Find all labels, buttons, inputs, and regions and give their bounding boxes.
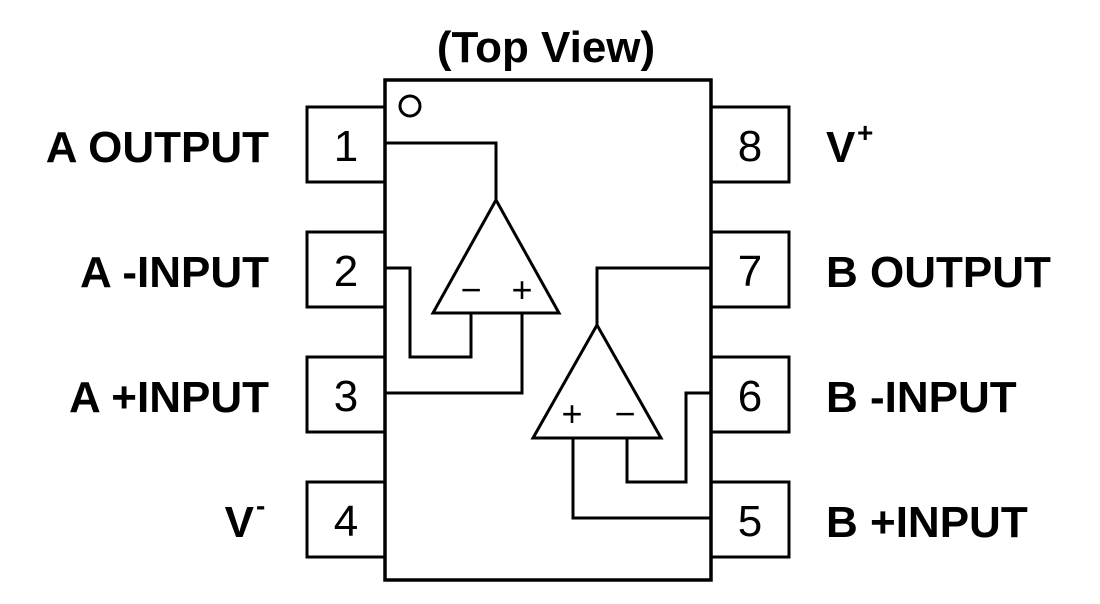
pin-2-box (305, 230, 387, 309)
pin-number: 8 (738, 122, 762, 171)
wire-b-minus-input (625, 391, 711, 484)
pin-label-superscript: - (256, 490, 265, 521)
pin-1-box (305, 105, 387, 184)
op-amp-b-plus-sign: + (561, 393, 582, 434)
pin-label: B -INPUT (826, 373, 1017, 422)
pin-3-box (305, 355, 387, 434)
op-amp-b-triangle (530, 321, 664, 440)
pin-label: V (826, 123, 856, 172)
pin-number: 6 (738, 372, 762, 421)
pin-label: A +INPUT (69, 373, 269, 422)
wire-b-output (595, 266, 711, 325)
pin-number: 3 (334, 372, 358, 421)
pin-label: A -INPUT (80, 248, 269, 297)
pin-number: 7 (738, 247, 762, 296)
pin-number: 1 (334, 122, 358, 171)
op-amp-a-plus-sign: + (511, 269, 532, 310)
ic-body (383, 78, 713, 582)
pin-8-box (709, 105, 791, 184)
pin-label: B OUTPUT (826, 248, 1051, 297)
op-amp-b-minus-sign: − (614, 393, 635, 434)
wire-a-minus-input (385, 266, 473, 359)
wire-b-plus-input (571, 438, 711, 520)
pin-label: A OUTPUT (46, 123, 269, 172)
pin-label: B +INPUT (826, 498, 1028, 547)
pin-label-superscript: + (857, 117, 873, 148)
wire-a-plus-input (385, 313, 524, 395)
pin1-marker-dot (398, 94, 422, 118)
pin-label: V (225, 498, 255, 547)
wire-a-output (385, 141, 498, 200)
pin-number: 4 (334, 497, 358, 546)
op-amp-a-triangle (430, 196, 562, 315)
pin-number: 5 (738, 497, 762, 546)
pin-6-box (709, 355, 791, 434)
op-amp-a-minus-sign: − (460, 269, 481, 310)
diagram-title: (Top View) (437, 23, 655, 72)
pin-number: 2 (334, 247, 358, 296)
